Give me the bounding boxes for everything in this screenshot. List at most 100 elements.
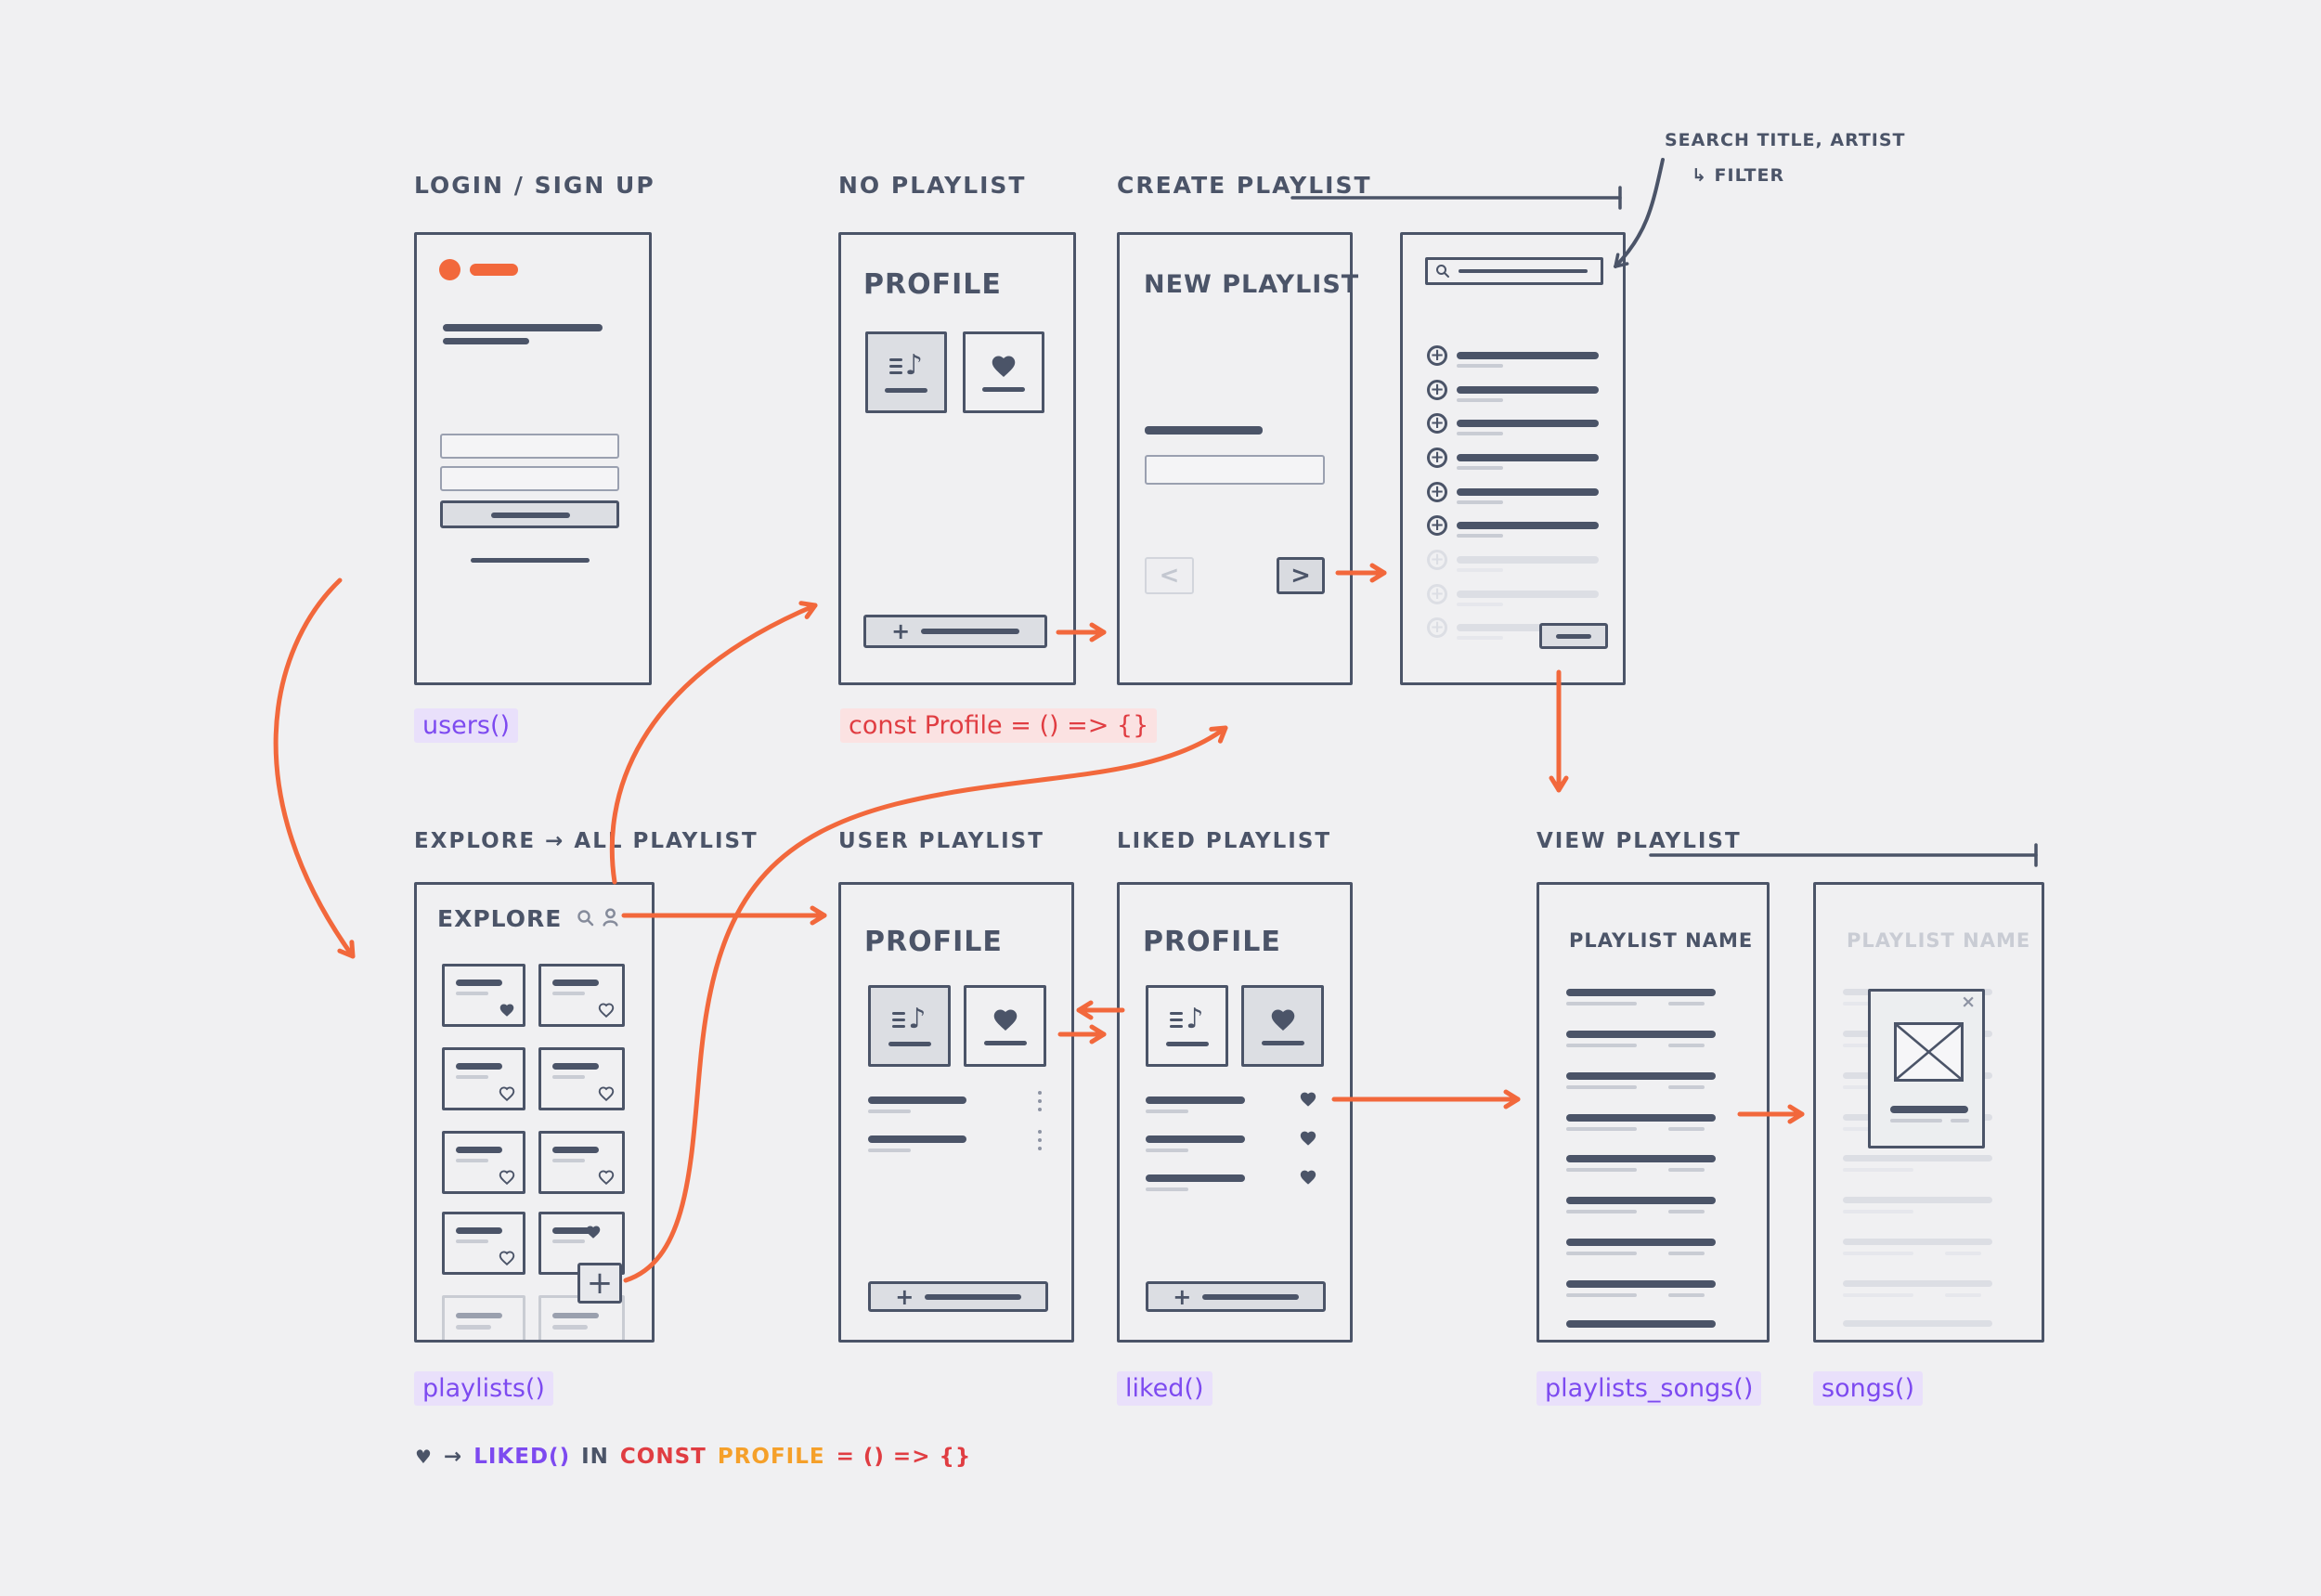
heart-icon bbox=[993, 1008, 1017, 1031]
image-cross-icon bbox=[1896, 1024, 1962, 1080]
song-title-line bbox=[1566, 1114, 1716, 1122]
my-playlists-tab[interactable]: ♪ bbox=[865, 331, 947, 413]
song-title-line bbox=[1843, 1320, 1992, 1327]
login-subheading-line bbox=[443, 338, 529, 344]
song-artist-line bbox=[1566, 1085, 1637, 1089]
note-rest: = () => {} bbox=[836, 1445, 972, 1469]
arrow-login-to-explore bbox=[273, 577, 356, 959]
label-playlists-songs: playlists_songs() bbox=[1537, 1371, 1762, 1406]
add-song-button[interactable]: + bbox=[1427, 482, 1447, 502]
heart-outline-icon[interactable] bbox=[499, 1251, 515, 1265]
signup-link-line[interactable] bbox=[471, 558, 590, 563]
label-liked: liked() bbox=[1117, 1371, 1212, 1406]
card-subtitle-line bbox=[456, 1159, 488, 1162]
heart-outline-icon[interactable] bbox=[598, 1003, 615, 1018]
login-button[interactable] bbox=[440, 500, 619, 528]
add-song-button[interactable]: + bbox=[1427, 448, 1447, 468]
song-artist-line bbox=[1566, 1127, 1637, 1131]
music-note-icon: ♪ bbox=[892, 1006, 927, 1033]
note-in: IN bbox=[581, 1445, 609, 1469]
song-row-title-line bbox=[1146, 1096, 1245, 1104]
heart-outline-icon[interactable] bbox=[598, 1170, 615, 1185]
add-song-button[interactable]: + bbox=[1427, 380, 1447, 400]
playlist-card[interactable] bbox=[442, 1295, 525, 1340]
login-button-label-line bbox=[491, 513, 570, 518]
screen-no-playlist: PROFILE ♪ + bbox=[838, 232, 1076, 685]
my-playlists-tab[interactable]: ♪ bbox=[1146, 985, 1228, 1067]
add-song-button[interactable]: + bbox=[1427, 550, 1447, 570]
title-login: LOGIN / SIGN UP bbox=[414, 172, 655, 199]
playlist-card[interactable] bbox=[538, 1047, 625, 1110]
song-artist-line bbox=[1566, 1252, 1637, 1255]
song-title-line bbox=[1457, 454, 1599, 461]
add-playlist-button[interactable]: + bbox=[1146, 1281, 1326, 1312]
done-button[interactable] bbox=[1539, 623, 1608, 649]
heart-outline-icon[interactable] bbox=[499, 1170, 515, 1185]
done-button-label-line bbox=[1556, 633, 1591, 639]
song-title-line bbox=[1457, 522, 1599, 529]
heart-outline-icon[interactable] bbox=[499, 1086, 515, 1101]
card-title-line bbox=[456, 1313, 502, 1318]
profile-icon[interactable] bbox=[601, 907, 620, 928]
search-icon[interactable] bbox=[577, 909, 594, 927]
card-subtitle-line bbox=[552, 1239, 585, 1243]
heart-filled-icon[interactable] bbox=[499, 1003, 515, 1018]
playlist-card[interactable] bbox=[442, 1212, 525, 1275]
add-playlist-button[interactable]: + bbox=[863, 615, 1047, 648]
song-row-title-line bbox=[1146, 1174, 1245, 1182]
heart-filled-icon[interactable] bbox=[1299, 1091, 1317, 1108]
song-row-subtitle-line bbox=[1146, 1109, 1188, 1113]
song-duration-line bbox=[1668, 1168, 1705, 1172]
liked-tab[interactable] bbox=[1241, 985, 1324, 1067]
tab-underline bbox=[1261, 1040, 1304, 1045]
card-title-line bbox=[456, 1147, 502, 1153]
search-query-line bbox=[1459, 269, 1588, 273]
arrow-icon: → bbox=[443, 1445, 463, 1469]
heart-filled-icon[interactable] bbox=[585, 1225, 602, 1239]
heart-filled-icon[interactable] bbox=[1299, 1130, 1317, 1147]
add-song-button[interactable]: + bbox=[1427, 345, 1447, 366]
card-subtitle-line bbox=[552, 1075, 585, 1079]
liked-tab[interactable] bbox=[963, 331, 1044, 413]
search-input[interactable] bbox=[1425, 257, 1603, 285]
song-title-line bbox=[1566, 989, 1716, 996]
close-icon[interactable]: × bbox=[1961, 992, 1976, 1012]
playlist-card[interactable] bbox=[442, 1131, 525, 1194]
email-field[interactable] bbox=[440, 434, 619, 459]
song-artist-line bbox=[1457, 500, 1503, 504]
profile-heading: PROFILE bbox=[1143, 926, 1281, 958]
song-title-line bbox=[1843, 1280, 1992, 1287]
song-duration-line bbox=[1668, 1127, 1705, 1131]
kebab-menu-icon[interactable] bbox=[1038, 1091, 1042, 1111]
playlist-card[interactable] bbox=[538, 964, 625, 1027]
playlist-card[interactable] bbox=[442, 1047, 525, 1110]
playlist-name-input[interactable] bbox=[1145, 455, 1325, 485]
add-playlist-label-line bbox=[925, 1293, 1021, 1300]
plus-icon: + bbox=[895, 1283, 914, 1310]
kebab-menu-icon[interactable] bbox=[1038, 1130, 1042, 1150]
song-artist-line bbox=[1457, 568, 1503, 572]
heart-outline-icon[interactable] bbox=[598, 1086, 615, 1101]
liked-tab[interactable] bbox=[964, 985, 1046, 1067]
password-field[interactable] bbox=[440, 466, 619, 491]
music-note-icon: ♪ bbox=[888, 352, 923, 380]
add-song-button[interactable]: + bbox=[1427, 515, 1447, 536]
song-duration-line bbox=[1951, 1119, 1969, 1122]
heart-filled-icon[interactable] bbox=[1299, 1169, 1317, 1186]
prev-button[interactable]: < bbox=[1145, 557, 1194, 594]
song-title-line bbox=[1566, 1320, 1716, 1328]
song-artist-line bbox=[1843, 1168, 1913, 1172]
song-modal: × bbox=[1868, 989, 1985, 1148]
add-song-button[interactable]: + bbox=[1427, 584, 1447, 604]
playlist-card[interactable] bbox=[442, 964, 525, 1027]
add-song-button[interactable]: + bbox=[1427, 413, 1447, 434]
playlist-row-subtitle-line bbox=[868, 1148, 911, 1152]
add-playlist-button[interactable]: + bbox=[868, 1281, 1048, 1312]
add-playlist-label-line bbox=[921, 629, 1019, 634]
create-playlist-fab[interactable]: + bbox=[577, 1263, 622, 1304]
add-song-button[interactable]: + bbox=[1427, 617, 1447, 638]
song-artist-line bbox=[1457, 398, 1503, 402]
playlist-card[interactable] bbox=[538, 1131, 625, 1194]
my-playlists-tab[interactable]: ♪ bbox=[868, 985, 951, 1067]
next-button[interactable]: > bbox=[1277, 557, 1325, 594]
